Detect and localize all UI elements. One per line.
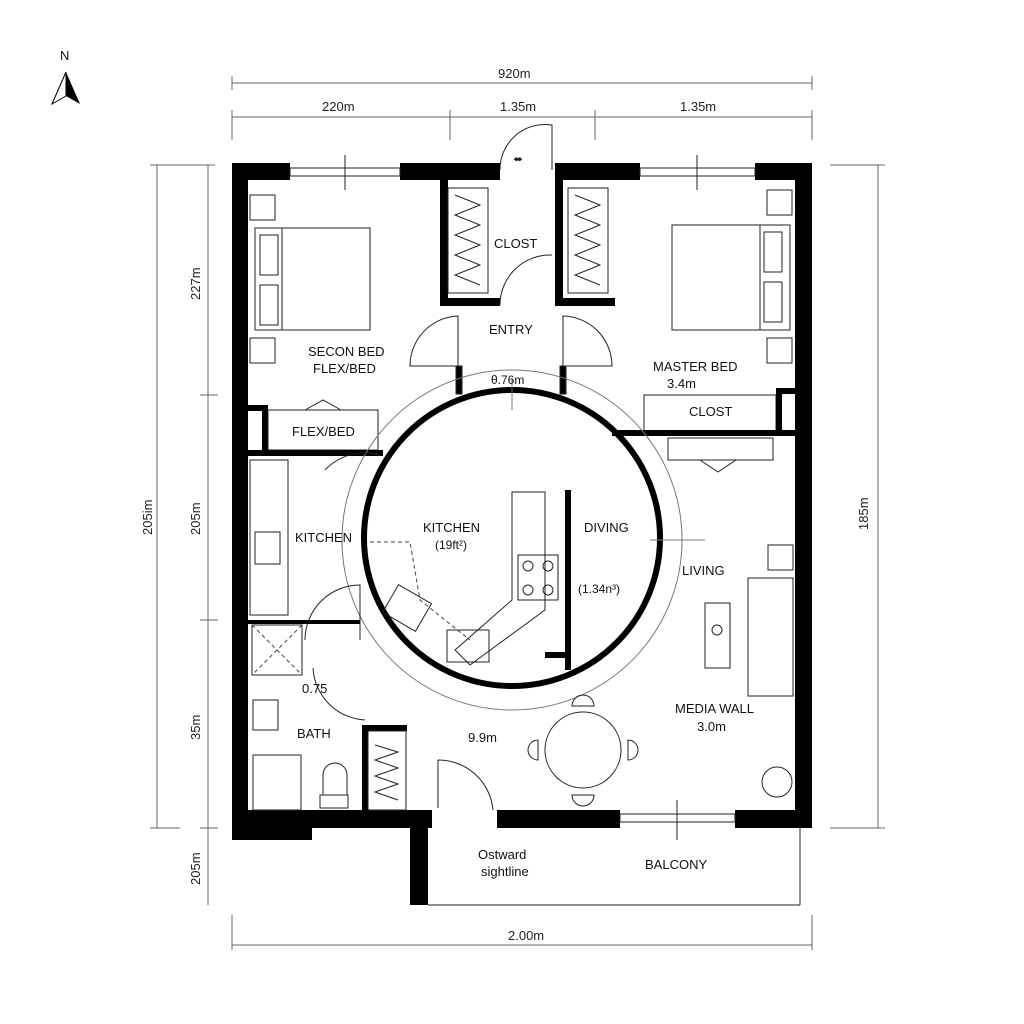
bath-fixtures — [248, 620, 407, 811]
second-bed-furniture — [249, 194, 371, 364]
entry-label: ENTRY — [489, 322, 533, 337]
dining-area: (1.34n³) — [578, 582, 620, 596]
sightline-sublabel: sightline — [481, 864, 529, 879]
flex-bed-label: FLEX/BED — [292, 424, 355, 439]
master-closet — [612, 388, 796, 473]
balcony-outline — [428, 828, 801, 906]
door-width-dimension: 0.75 — [302, 681, 327, 696]
exterior-walls — [232, 163, 812, 905]
dim-top-1: 220m — [322, 99, 355, 114]
kitchen-left-label: KITCHEN — [295, 530, 352, 545]
entry-arc-dimension: θ.76m — [491, 373, 524, 387]
dim-left-outer: 205im — [140, 500, 155, 535]
dim-top-2: 1.35m — [500, 99, 536, 114]
dim-left-1: 227m — [188, 267, 203, 300]
media-wall-label: MEDIA WALL — [675, 701, 754, 716]
north-arrow-icon: N — [50, 48, 80, 106]
front-door[interactable]: ⇔ — [499, 123, 553, 171]
flex-bed-desk — [248, 399, 383, 456]
master-bed-label: MASTER BED — [653, 359, 738, 374]
left-kitchen-counter — [249, 452, 381, 641]
closet-right — [555, 180, 615, 306]
closet-left-label: CLOST — [494, 236, 537, 251]
master-bed-furniture — [671, 189, 793, 364]
media-wall-dimension: 3.0m — [697, 719, 726, 734]
door-arrows-icon: ⇔ — [512, 151, 524, 165]
dim-left-4: 205m — [188, 852, 203, 885]
sightline-label: Ostward — [478, 847, 526, 862]
windows — [289, 155, 756, 840]
dimension-lines — [150, 76, 885, 950]
dim-bottom: 2.00m — [508, 928, 544, 943]
dim-left-3: 35m — [188, 715, 203, 740]
master-closet-label: CLOST — [689, 404, 732, 419]
dim-top-3: 1.35m — [680, 99, 716, 114]
kitchen-center-label: KITCHEN — [423, 520, 480, 535]
second-bed-label: SECON BED — [308, 344, 385, 359]
dim-left-2: 205m — [188, 502, 203, 535]
living-furniture — [437, 544, 794, 811]
kitchen-area: (19ft²) — [435, 538, 467, 552]
dim-top-total: 920m — [498, 66, 531, 81]
closet-left — [440, 180, 553, 306]
living-label: LIVING — [682, 563, 725, 578]
bath-label: BATH — [297, 726, 331, 741]
master-bed-dimension: 3.4m — [667, 376, 696, 391]
dim-right: 185m — [856, 497, 871, 530]
north-label: N — [60, 48, 69, 63]
balcony-label: BALCONY — [645, 857, 707, 872]
circular-kitchen-core — [341, 369, 705, 711]
dining-label: DIVING — [584, 520, 629, 535]
hall-dimension: 9.9m — [468, 730, 497, 745]
second-bed-sublabel: FLEX/BED — [313, 361, 376, 376]
